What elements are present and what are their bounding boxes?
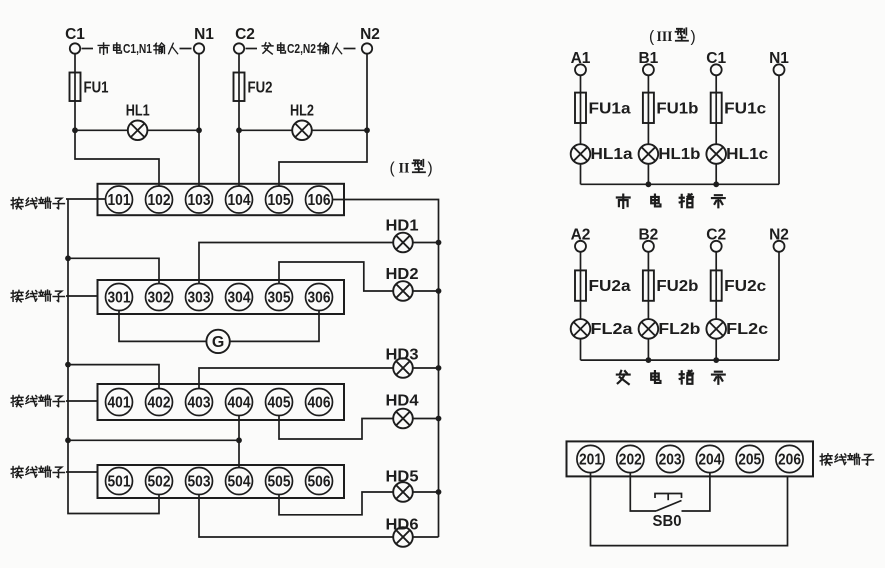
svg-text:101: 101	[108, 192, 131, 209]
svg-text:HD1: HD1	[386, 218, 419, 235]
svg-text:): )	[428, 160, 433, 177]
svg-text:N1: N1	[194, 26, 214, 43]
svg-text:304: 304	[228, 290, 251, 307]
svg-text:403: 403	[188, 395, 211, 412]
svg-text:FU2b: FU2b	[656, 278, 698, 295]
svg-text:B1: B1	[638, 50, 658, 67]
svg-text:406: 406	[308, 395, 331, 412]
svg-text:405: 405	[268, 395, 291, 412]
svg-text:504: 504	[228, 474, 251, 491]
svg-text:FL2b: FL2b	[658, 321, 700, 338]
svg-text:205: 205	[738, 452, 761, 469]
svg-text:N1: N1	[769, 50, 789, 67]
svg-text:FL2a: FL2a	[591, 321, 633, 338]
svg-text:105: 105	[268, 192, 291, 209]
svg-text:HL1: HL1	[126, 103, 150, 120]
svg-text:FU2c: FU2c	[724, 278, 766, 295]
svg-text:C1: C1	[706, 50, 726, 67]
svg-text:FL2c: FL2c	[726, 321, 768, 338]
svg-text:301: 301	[108, 290, 131, 307]
svg-text:C1: C1	[65, 26, 85, 43]
svg-text:404: 404	[228, 395, 251, 412]
svg-text:HL1c: HL1c	[726, 146, 768, 163]
svg-text:C2,N2: C2,N2	[287, 41, 316, 56]
svg-text:402: 402	[148, 395, 171, 412]
svg-text:103: 103	[188, 192, 211, 209]
svg-text:II: II	[399, 161, 410, 177]
svg-text:305: 305	[268, 290, 291, 307]
svg-text:SB0: SB0	[653, 513, 682, 530]
svg-text:306: 306	[308, 290, 331, 307]
svg-text:FU1a: FU1a	[589, 100, 631, 117]
svg-text:FU2a: FU2a	[589, 278, 631, 295]
svg-text:N2: N2	[769, 227, 789, 244]
svg-text:(: (	[649, 29, 655, 46]
svg-text:106: 106	[308, 192, 331, 209]
svg-text:N2: N2	[360, 26, 380, 43]
svg-text:HL1a: HL1a	[591, 146, 633, 163]
svg-text:401: 401	[108, 395, 131, 412]
svg-text:503: 503	[188, 474, 211, 491]
svg-text:FU1: FU1	[84, 80, 109, 97]
svg-text:HD4: HD4	[386, 393, 419, 410]
svg-text:HD2: HD2	[386, 266, 419, 283]
svg-text:FU1b: FU1b	[656, 100, 698, 117]
svg-text:G: G	[212, 334, 224, 351]
svg-text:C1,N1: C1,N1	[123, 41, 152, 56]
svg-text:102: 102	[148, 192, 171, 209]
svg-text:302: 302	[148, 290, 171, 307]
svg-text:FU2: FU2	[248, 80, 273, 97]
svg-text:C2: C2	[235, 26, 255, 43]
svg-text:HD3: HD3	[386, 347, 419, 364]
svg-text:104: 104	[228, 192, 251, 209]
svg-text:203: 203	[659, 452, 682, 469]
svg-text:505: 505	[268, 474, 291, 491]
svg-text:303: 303	[188, 290, 211, 307]
svg-text:(: (	[390, 160, 396, 177]
svg-text:204: 204	[698, 452, 721, 469]
svg-text:506: 506	[308, 474, 331, 491]
svg-text:201: 201	[579, 452, 602, 469]
svg-text:501: 501	[108, 474, 131, 491]
svg-text:HL2: HL2	[290, 103, 314, 120]
svg-text:HD6: HD6	[386, 517, 419, 534]
svg-text:B2: B2	[638, 227, 658, 244]
svg-text:): )	[691, 29, 696, 46]
svg-text:206: 206	[778, 452, 801, 469]
svg-text:202: 202	[619, 452, 642, 469]
svg-text:FU1c: FU1c	[724, 100, 766, 117]
svg-text:HL1b: HL1b	[658, 146, 700, 163]
svg-text:III: III	[657, 29, 673, 45]
svg-text:A1: A1	[571, 50, 591, 67]
svg-text:HD5: HD5	[386, 469, 419, 486]
svg-text:502: 502	[148, 474, 171, 491]
svg-text:A2: A2	[571, 227, 591, 244]
svg-text:C2: C2	[706, 227, 726, 244]
